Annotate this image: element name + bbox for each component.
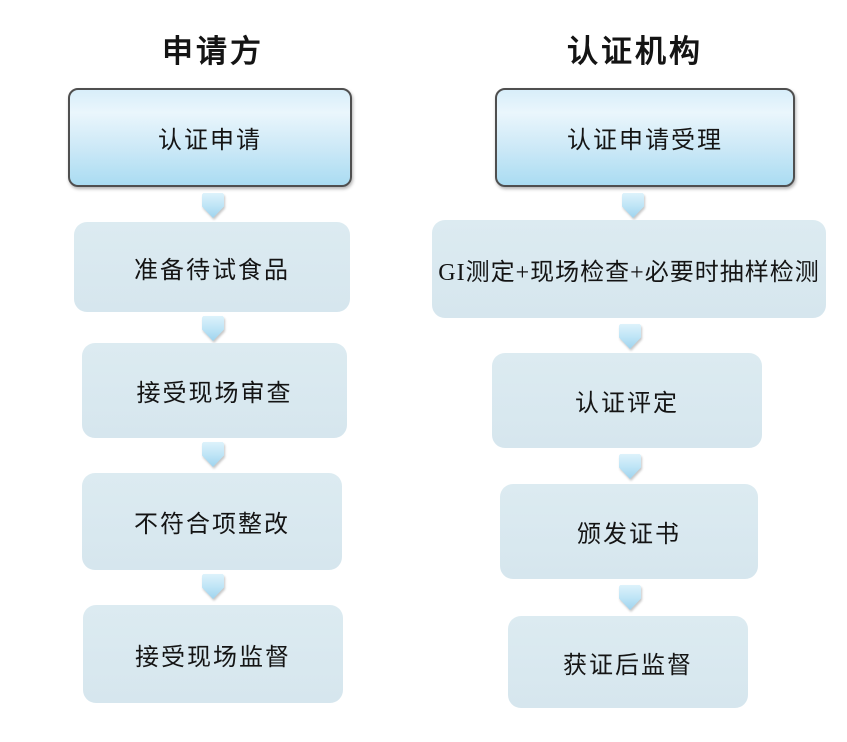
certifier-step-box-3: 认证评定 [492, 353, 762, 448]
certifier-step-box-2: GI测定+现场检查+必要时抽样检测 [432, 220, 826, 318]
down-arrow-icon [202, 193, 224, 218]
applicant-step-box-3: 接受现场审查 [82, 343, 347, 438]
applicant-step-box-1: 认证申请 [68, 88, 352, 187]
applicant-step-box-5: 接受现场监督 [83, 605, 343, 703]
down-arrow-icon [622, 193, 644, 218]
applicant-step-box-2: 准备待试食品 [74, 222, 350, 312]
down-arrow-icon [619, 585, 641, 610]
down-arrow-icon [202, 442, 224, 467]
certifier-step-box-1: 认证申请受理 [495, 88, 795, 187]
certifier-column-title: 认证机构 [567, 34, 703, 69]
certifier-step-box-5: 获证后监督 [508, 616, 748, 708]
down-arrow-icon [619, 454, 641, 479]
applicant-column-title: 申请方 [162, 34, 264, 69]
applicant-step-box-4: 不符合项整改 [82, 473, 342, 570]
down-arrow-icon [202, 574, 224, 599]
down-arrow-icon [202, 316, 224, 341]
certifier-step-box-4: 颁发证书 [500, 484, 758, 579]
down-arrow-icon [619, 324, 641, 349]
